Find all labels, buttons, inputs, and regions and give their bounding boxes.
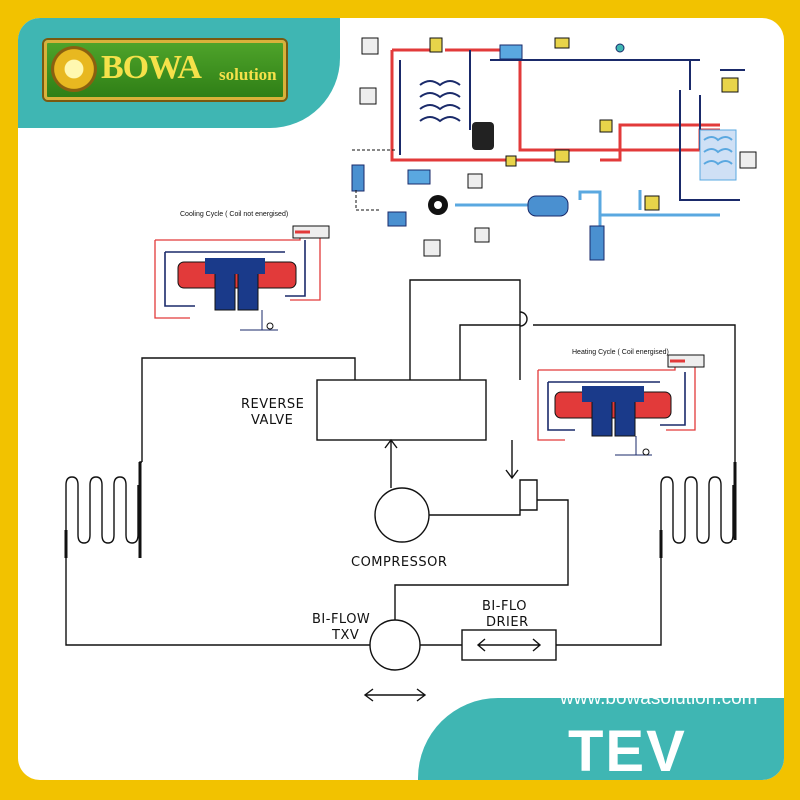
compressor-label: COMPRESSOR [351, 555, 447, 570]
heating-cycle-inset: Heating Cycle ( Coil energised) [537, 349, 705, 456]
cooling-cycle-caption: Cooling Cycle ( Coil not energised) [180, 211, 288, 218]
cooling-cycle-inset: Cooling Cycle ( Coil not energised) [154, 211, 330, 331]
txv-label-2: TXV [331, 628, 359, 643]
main-schematic: REVERSE VALVE COMPRESSOR BI-FLOW TXV BI [64, 279, 737, 702]
brand-logo: BOWA solution [44, 40, 286, 100]
txv-label-1: BI-FLOW [312, 612, 370, 627]
logo-name: BOWA [101, 49, 202, 86]
logo-suffix: solution [219, 65, 277, 84]
website-url: www.bowasolution.com [560, 688, 758, 709]
reverse-valve-box [316, 379, 487, 441]
right-coil [660, 476, 734, 558]
drier-arrow-icon [476, 638, 542, 652]
reverse-valve-label-2: VALVE [251, 413, 293, 428]
product-title: TEV [568, 719, 687, 784]
piping-diagram [340, 22, 760, 272]
up-arrow-icon [384, 438, 398, 488]
txv-symbol [369, 619, 421, 671]
left-coil [65, 461, 142, 558]
down-arrow-icon [505, 440, 519, 480]
footer-curve [418, 698, 784, 780]
compressor-symbol [374, 487, 430, 543]
heating-cycle-caption: Heating Cycle ( Coil energised) [572, 349, 669, 356]
reverse-valve-label-1: REVERSE [241, 397, 304, 412]
drier-label-2: DRIER [486, 615, 529, 630]
bidirectional-arrow-icon [363, 688, 427, 702]
logo-emblem-icon [51, 46, 97, 92]
drier-label-1: BI-FLO [482, 599, 527, 614]
